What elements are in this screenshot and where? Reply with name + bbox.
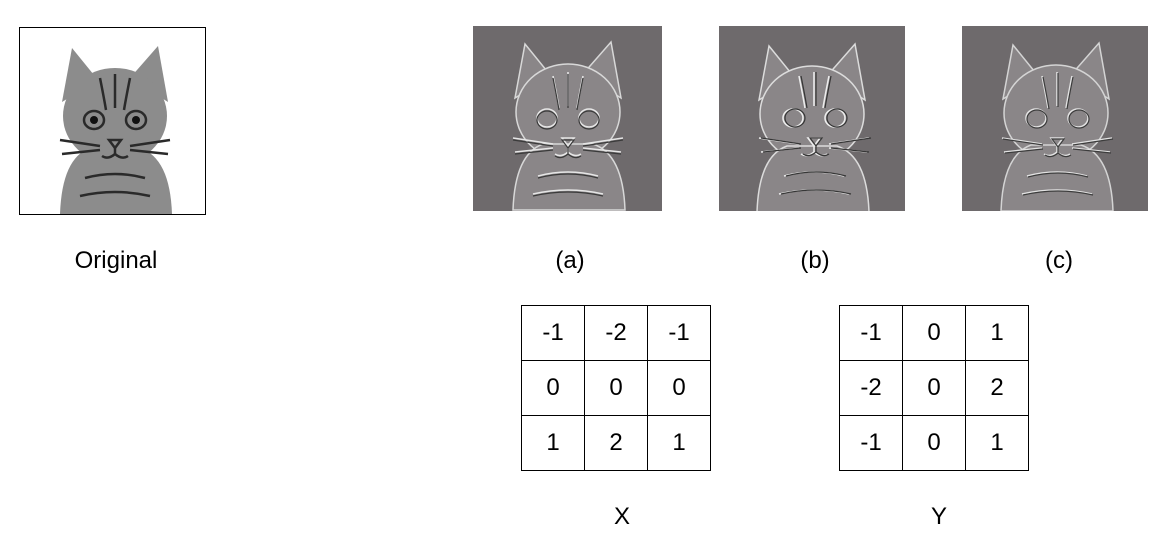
kernel-row: -1 0 1: [839, 415, 1029, 471]
kernel-row: -1 0 1: [839, 305, 1029, 361]
kernel-cell: 0: [521, 360, 585, 416]
caption-y: Y: [930, 503, 947, 530]
kernel-cell: 0: [902, 415, 966, 471]
kernel-cell: -1: [521, 305, 585, 361]
kernel-cell: -1: [647, 305, 711, 361]
kernel-cell: 2: [584, 415, 648, 471]
kernel-cell: -1: [839, 415, 903, 471]
kernel-cell: -1: [839, 305, 903, 361]
kernel-cell: -2: [839, 360, 903, 416]
kernel-y-table: -1 0 1 -2 0 2 -1 0 1: [839, 305, 1029, 471]
filtered-image-a: [473, 26, 662, 211]
filtered-image-b: [719, 26, 905, 211]
caption-a: (a): [555, 247, 585, 274]
caption-x: X: [613, 503, 630, 530]
kernel-cell: 1: [965, 415, 1029, 471]
kernel-row: -1 -2 -1: [521, 305, 711, 361]
kernel-cell: 1: [647, 415, 711, 471]
kernel-x-table: -1 -2 -1 0 0 0 1 2 1: [521, 305, 711, 471]
caption-c: (c): [1045, 247, 1073, 274]
kernel-row: -2 0 2: [839, 360, 1029, 416]
kernel-cell: 1: [521, 415, 585, 471]
caption-b: (b): [800, 247, 830, 274]
kernel-cell: 0: [902, 360, 966, 416]
kernel-cell: 1: [965, 305, 1029, 361]
kernel-cell: 0: [902, 305, 966, 361]
kernel-row: 0 0 0: [521, 360, 711, 416]
kernel-cell: 2: [965, 360, 1029, 416]
kernel-cell: 0: [584, 360, 648, 416]
kernel-cell: -2: [584, 305, 648, 361]
caption-original: Original: [74, 247, 158, 274]
kernel-cell: 0: [647, 360, 711, 416]
original-image: [19, 27, 206, 215]
filtered-image-c: [962, 26, 1148, 211]
kernel-row: 1 2 1: [521, 415, 711, 471]
